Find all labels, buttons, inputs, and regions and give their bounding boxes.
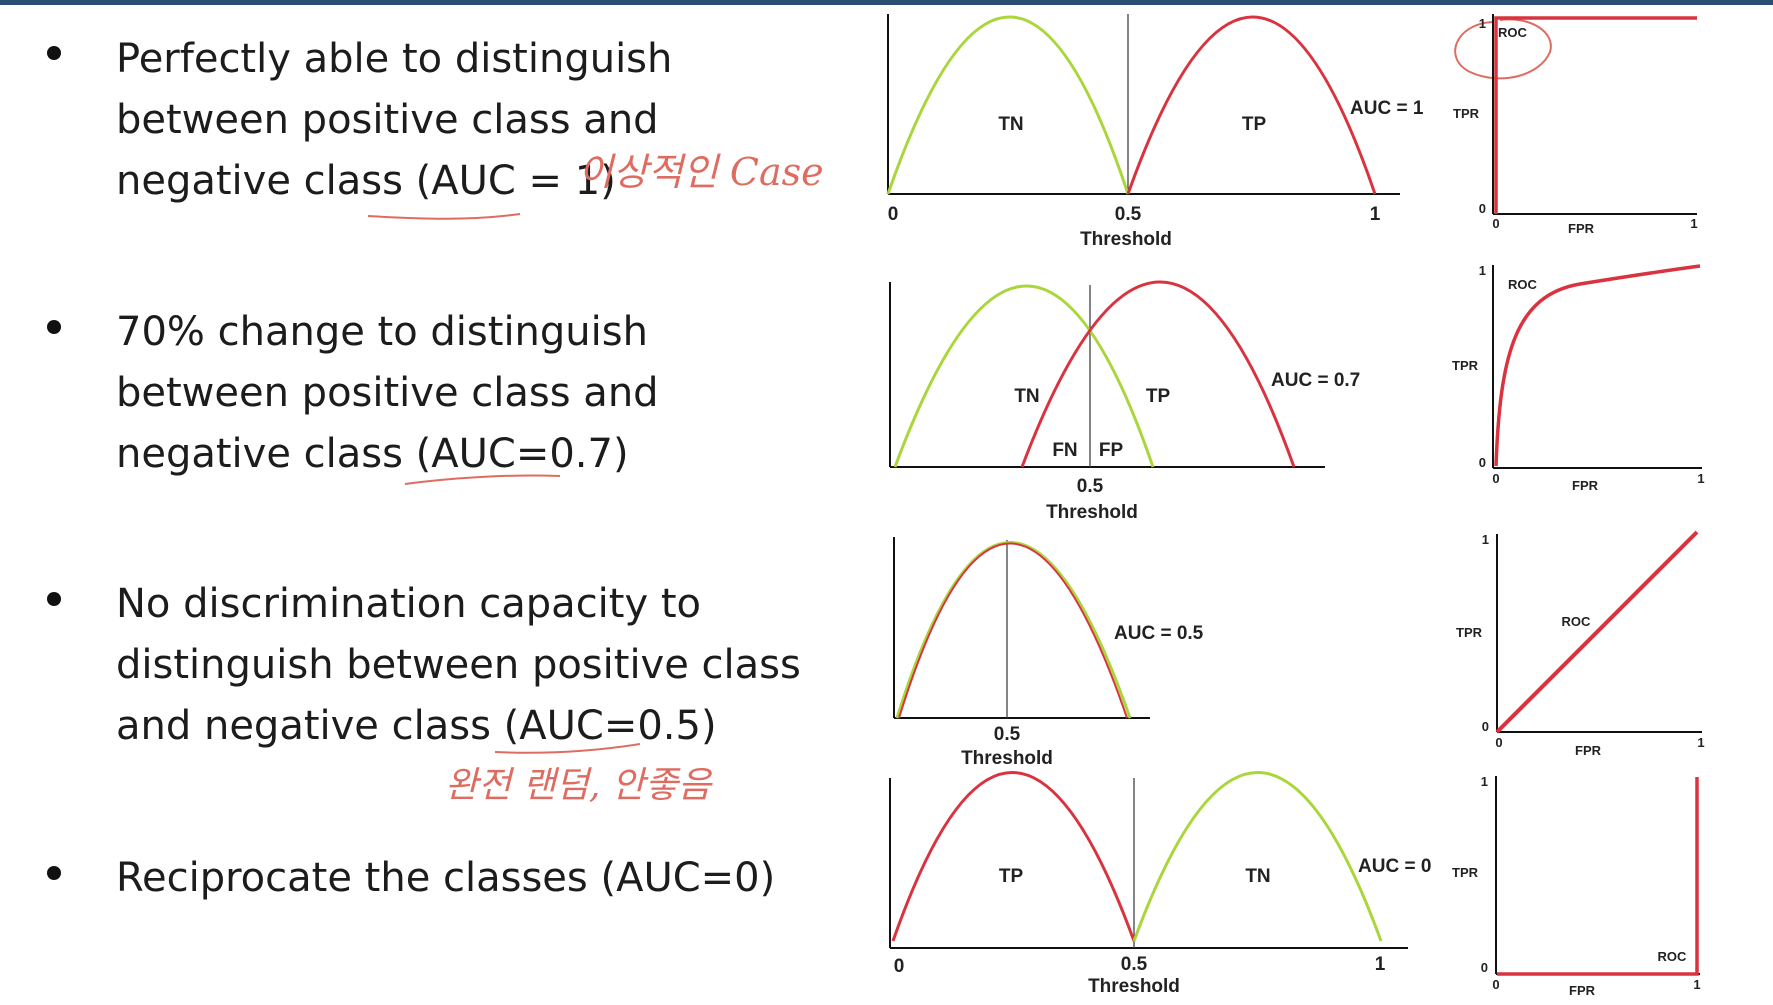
- handwritten-notes: 이상적인 Case 완전 랜덤, 안좋음: [367, 18, 1552, 806]
- y-origin-tick: 0: [1481, 960, 1488, 975]
- bullet-line: between positive class and: [116, 97, 659, 143]
- roc-panel-auc-1: ROC TPR FPR 1 0 0 1: [1453, 14, 1698, 236]
- roc-curve-label: ROC: [1498, 25, 1528, 40]
- tick-label: 0.5: [994, 724, 1021, 745]
- y-top-tick: 1: [1482, 532, 1489, 547]
- negative-distribution: [895, 541, 1132, 719]
- underline-auc-05: [494, 743, 641, 754]
- tpr-label: TPR: [1453, 106, 1480, 121]
- bullet-line: negative class (AUC = 1): [116, 158, 616, 204]
- class-label-tp: TP: [999, 866, 1024, 887]
- negative-distribution: [886, 15, 1130, 195]
- bullet-line: Perfectly able to distinguish: [116, 36, 673, 82]
- class-label-tn: TN: [1245, 866, 1270, 887]
- tick-label: 0.5: [1121, 954, 1148, 975]
- roc-curve: [1494, 16, 1697, 214]
- auc-label: AUC = 0.5: [1114, 623, 1204, 644]
- x-end-tick: 1: [1697, 735, 1704, 750]
- roc-panel-auc-07: ROC TPR FPR 1 0 0 1: [1452, 263, 1705, 493]
- class-label-tp: TP: [1146, 386, 1171, 407]
- x-origin-tick: 0: [1492, 471, 1499, 486]
- tick-label: 0: [894, 956, 905, 977]
- roc-curve: [1497, 777, 1699, 976]
- bullet-auc-07: 70% change to distinguish between positi…: [116, 302, 659, 485]
- positive-distribution: [891, 771, 1136, 942]
- bullet-auc-05: No discrimination capacity to distinguis…: [116, 574, 801, 757]
- roc-curve-label: ROC: [1562, 614, 1592, 629]
- tpr-label: TPR: [1452, 358, 1479, 373]
- distribution-panel-auc-05: AUC = 0.5 0.5 Threshold: [893, 537, 1204, 769]
- y-top-tick: 1: [1479, 16, 1486, 31]
- underline-auc-1: [367, 213, 521, 220]
- bullet-marker: [47, 320, 61, 334]
- roc-curve: [1495, 530, 1699, 734]
- bullet-line: Reciprocate the classes (AUC=0): [116, 855, 776, 901]
- axis-title: Threshold: [1080, 229, 1172, 250]
- tick-label: 1: [1375, 954, 1386, 975]
- x-origin-tick: 0: [1495, 735, 1502, 750]
- y-top-tick: 1: [1479, 263, 1486, 278]
- negative-distribution: [1132, 771, 1383, 942]
- bullet-auc-1: Perfectly able to distinguish between po…: [116, 29, 672, 212]
- tick-label: 0.5: [1077, 476, 1104, 497]
- class-label-tp: TP: [1242, 114, 1267, 135]
- auc-label: AUC = 0: [1358, 856, 1431, 877]
- y-origin-tick: 0: [1482, 719, 1489, 734]
- x-origin-tick: 0: [1492, 977, 1499, 992]
- note-random-bad: 완전 랜덤, 안좋음: [445, 765, 713, 806]
- class-label-fn: FN: [1052, 440, 1077, 461]
- top-bar: [0, 0, 1773, 5]
- bullet-line: 70% change to distinguish: [116, 309, 648, 355]
- underline-auc-07: [404, 474, 561, 485]
- class-label-fp: FP: [1099, 440, 1124, 461]
- roc-curve: [1494, 264, 1701, 467]
- auc-label: AUC = 1: [1350, 98, 1424, 119]
- axis-title: Threshold: [1046, 502, 1138, 523]
- roc-panel-auc-05: ROC TPR FPR 1 0 0 1: [1456, 530, 1705, 758]
- bullet-auc-0: Reciprocate the classes (AUC=0): [116, 848, 775, 909]
- roc-curve-label: ROC: [1508, 277, 1538, 292]
- bullet-line: distinguish between positive class: [116, 642, 801, 688]
- positive-distribution: [1126, 15, 1377, 195]
- x-end-tick: 1: [1693, 977, 1700, 992]
- distribution-panel-auc-1: TN TP AUC = 1 0 0.5 1 Threshold: [886, 14, 1424, 250]
- bullet-line: and negative class (AUC=0.5): [116, 703, 717, 749]
- class-label-tn: TN: [998, 114, 1023, 135]
- y-origin-tick: 0: [1479, 455, 1486, 470]
- note-ideal-case: 이상적인 Case: [578, 150, 824, 194]
- class-label-tn: TN: [1014, 386, 1039, 407]
- tpr-label: TPR: [1456, 625, 1483, 640]
- bullet-line: between positive class and: [116, 370, 659, 416]
- tick-label: 1: [1370, 204, 1381, 225]
- positive-distribution: [1020, 280, 1296, 468]
- roc-curve-label: ROC: [1658, 949, 1688, 964]
- tpr-label: TPR: [1452, 865, 1479, 880]
- bullet-marker: [47, 866, 61, 880]
- tick-label: 0: [888, 204, 899, 225]
- x-end-tick: 1: [1697, 471, 1704, 486]
- fpr-label: FPR: [1569, 983, 1596, 998]
- bullet-line: No discrimination capacity to: [116, 581, 702, 627]
- tick-label: 0.5: [1115, 204, 1142, 225]
- bullet-line: negative class (AUC=0.7): [116, 431, 629, 477]
- auc-label: AUC = 0.7: [1271, 370, 1360, 391]
- roc-panel-auc-0: ROC TPR FPR 1 0 0 1: [1452, 774, 1701, 998]
- circle-roc-mark: [1454, 18, 1552, 80]
- y-top-tick: 1: [1481, 774, 1488, 789]
- bullet-marker: [47, 592, 61, 606]
- negative-distribution: [893, 284, 1155, 468]
- positive-distribution: [898, 542, 1128, 719]
- fpr-label: FPR: [1572, 478, 1599, 493]
- axis-title: Threshold: [1088, 976, 1180, 997]
- fpr-label: FPR: [1568, 221, 1595, 236]
- x-end-tick: 1: [1690, 216, 1697, 231]
- axis-title: Threshold: [961, 748, 1053, 769]
- x-origin-tick: 0: [1492, 216, 1499, 231]
- distribution-panel-auc-0: TP TN AUC = 0 0 0.5 1 Threshold: [889, 771, 1431, 997]
- distribution-panel-auc-07: TN TP FN FP AUC = 0.7 0.5 Threshold: [889, 280, 1360, 523]
- y-origin-tick: 0: [1479, 201, 1486, 216]
- fpr-label: FPR: [1575, 743, 1602, 758]
- bullet-marker: [47, 46, 61, 60]
